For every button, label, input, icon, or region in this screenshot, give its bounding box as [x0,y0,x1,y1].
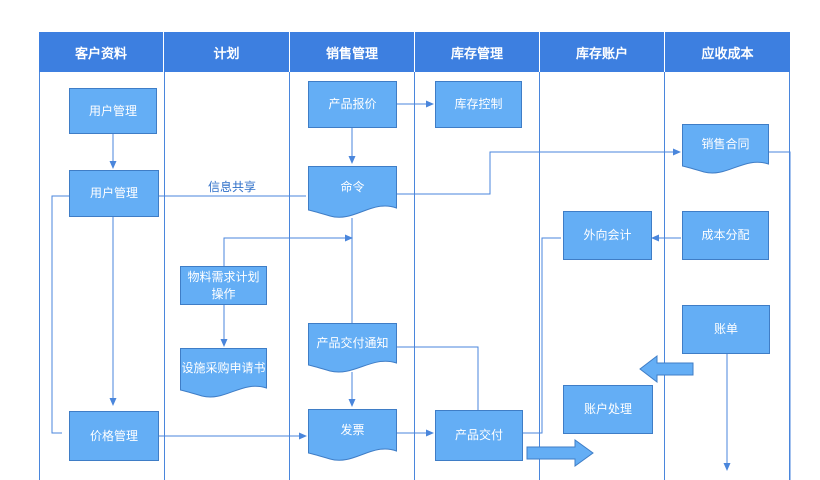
connector [51,195,70,434]
node-price-mgmt[interactable]: 价格管理 [69,411,159,461]
node-delivery-notice[interactable]: 产品交付通知 [308,323,397,373]
lane-header-sales-mgmt: 销售管理 [290,32,414,72]
lane-divider [164,72,165,480]
document-shape [180,348,267,398]
document-shape [308,166,397,218]
node-mrp-operation[interactable]: 物料需求计划操作 [180,266,267,305]
block-arrow-left [639,354,694,384]
node-account-processing[interactable]: 账户处理 [563,385,653,434]
node-label: 设施采购申请书 [181,361,266,375]
node-inventory-control[interactable]: 库存控制 [435,81,522,128]
node-bill[interactable]: 账单 [682,305,770,354]
lane-divider [664,72,665,480]
connector [397,148,681,195]
node-product-quote[interactable]: 产品报价 [308,81,397,128]
lane-divider [39,72,40,480]
lane-divider [289,72,290,480]
node-label: 命令 [340,180,365,194]
edge-label-info-share: 信息共享 [208,180,257,194]
connector [523,237,561,434]
node-purchase-request[interactable]: 设施采购申请书 [180,348,267,398]
node-external-accounting[interactable]: 外向会计 [563,211,652,260]
block-arrow-right [526,439,594,467]
node-cost-allocation[interactable]: 成本分配 [682,211,769,260]
lane-divider [414,72,415,480]
node-label: 销售合同 [701,137,750,151]
lane-header-plan: 计划 [164,32,289,72]
connector [223,234,353,266]
document-shape [682,124,769,174]
lane-header-receivable-cost: 应收成本 [665,32,790,72]
connector [769,151,791,480]
document-shape [308,409,397,461]
node-sales-contract[interactable]: 销售合同 [682,124,769,174]
node-product-delivery[interactable]: 产品交付 [435,410,523,461]
node-label: 发票 [340,423,365,437]
lane-header-inventory-mgmt: 库存管理 [415,32,539,72]
lane-header-customer-info: 客户资料 [39,32,163,72]
node-user-mgmt-1[interactable]: 用户管理 [69,88,157,134]
node-user-mgmt-2[interactable]: 用户管理 [69,170,159,217]
connector [397,346,479,410]
node-invoice[interactable]: 发票 [308,409,397,461]
lane-divider [539,72,540,480]
node-label: 产品交付通知 [316,336,389,350]
lane-header-inventory-account: 库存账户 [540,32,664,72]
document-shape [308,323,397,373]
node-order[interactable]: 命令 [308,166,397,218]
